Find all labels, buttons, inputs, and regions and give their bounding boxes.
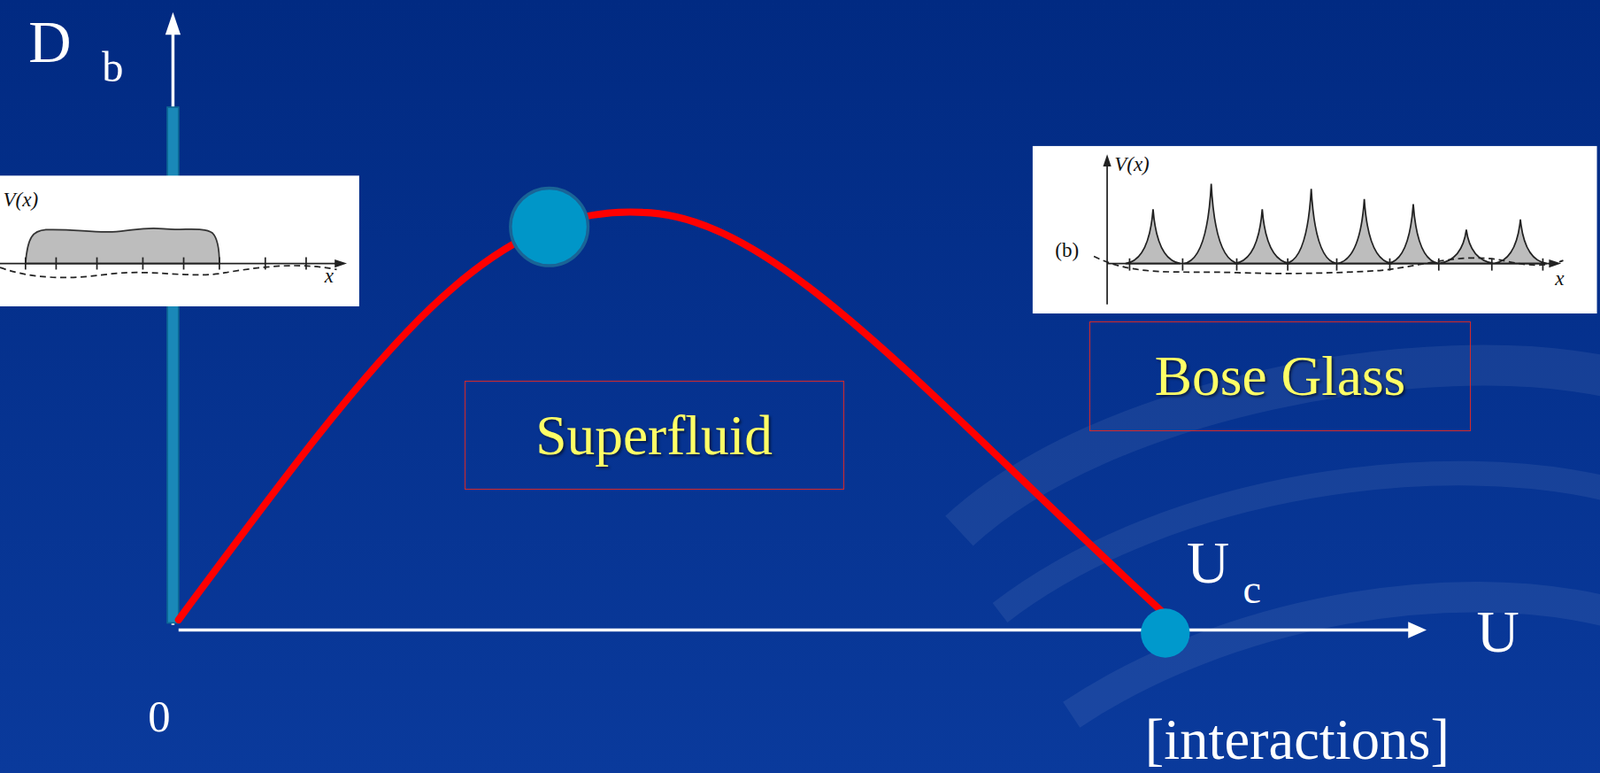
phase-name: Bose Glass <box>1154 347 1407 404</box>
axis-arrowhead <box>1407 621 1427 638</box>
axis-caption: [interactions] <box>1145 710 1450 769</box>
maximum-dot <box>510 187 589 266</box>
potential-inset: V(x) (b) x <box>1032 146 1598 314</box>
axis-label: D <box>28 12 71 72</box>
axis-label: V(x) <box>1114 153 1150 175</box>
axis-label: U <box>1476 601 1519 662</box>
axis-arrowhead <box>165 12 181 35</box>
potential-inset <box>0 175 360 307</box>
phase-boundary <box>178 211 1164 620</box>
x-axis <box>178 628 1414 631</box>
critical-point-label: U <box>1186 532 1230 593</box>
phase-name: Superfluid <box>535 407 773 463</box>
critical-point-dot <box>1140 607 1190 657</box>
phase-label-box: Superfluid <box>464 380 845 490</box>
decorative-swirl <box>959 365 1600 716</box>
axis-label: V(x) <box>2 189 39 210</box>
potential-inset <box>1032 146 1598 314</box>
phase-label-box: Bose Glass <box>1089 321 1470 431</box>
axis-label: x <box>1554 268 1564 289</box>
potential-inset: V(x) x <box>0 175 360 307</box>
axis-subscript: b <box>101 46 124 89</box>
axis-label: x <box>324 265 334 286</box>
panel-label: (b) <box>1054 239 1079 261</box>
origin-label: 0 <box>147 693 170 739</box>
critical-point-subscript: c <box>1242 569 1261 610</box>
